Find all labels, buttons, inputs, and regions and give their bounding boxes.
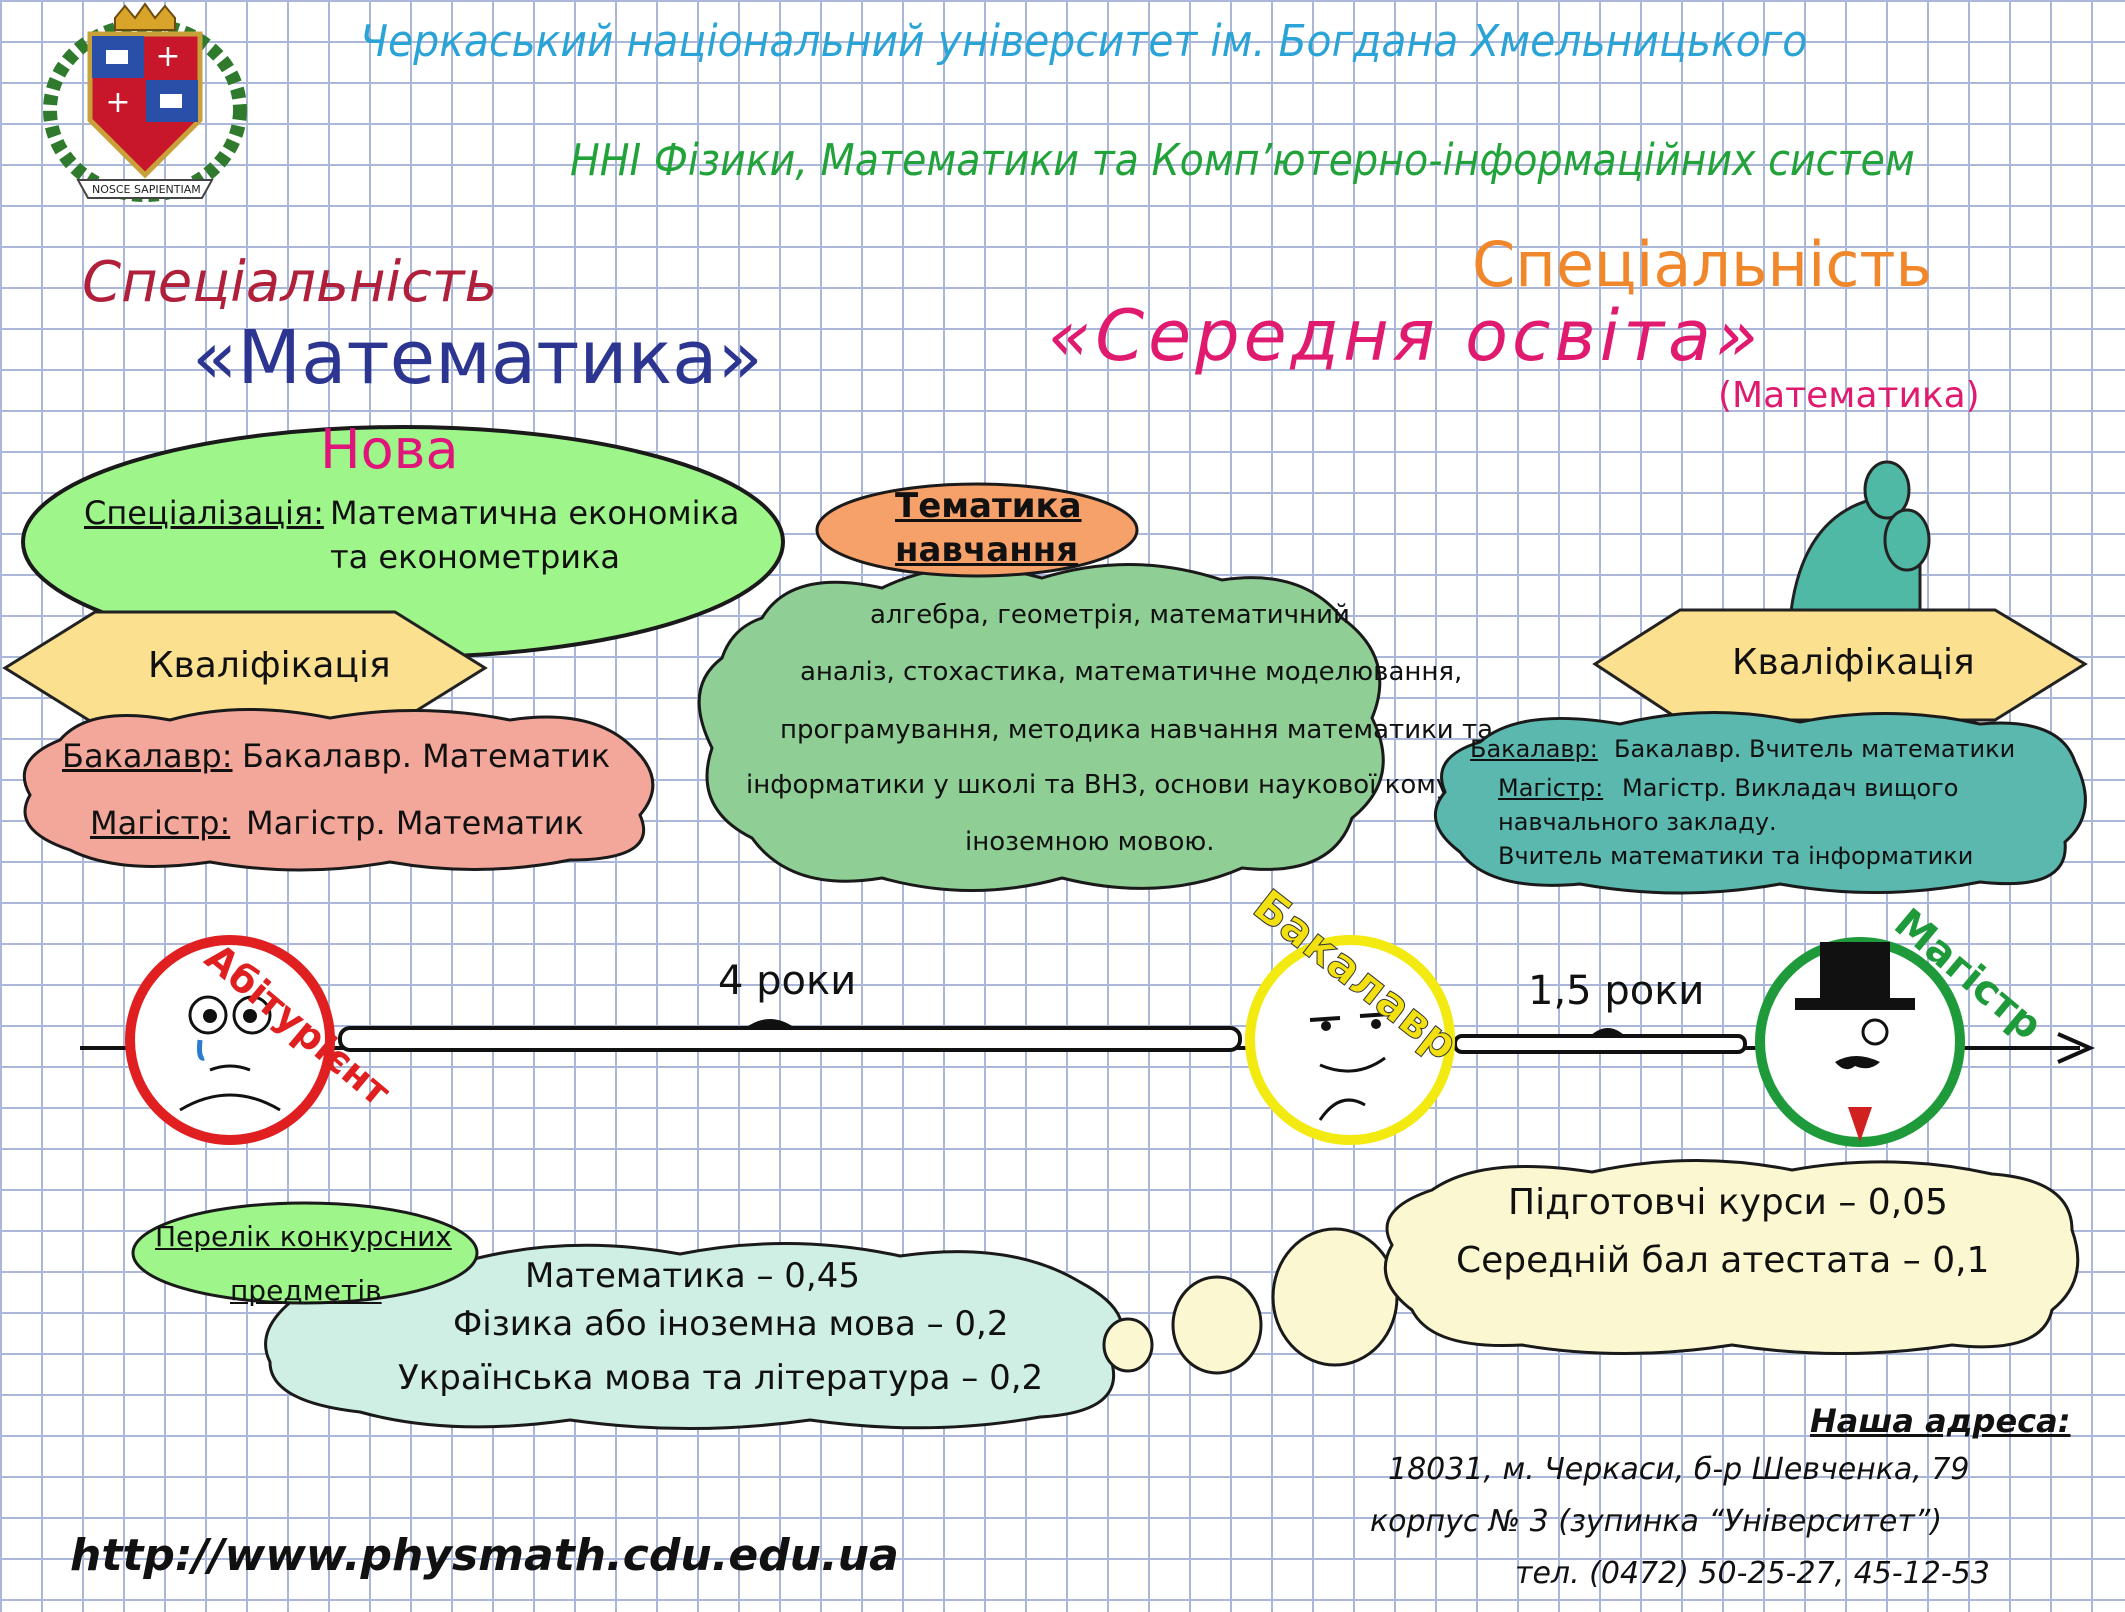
address-line2: корпус № 3 (зупинка “Університет”) xyxy=(1370,1504,1943,1539)
topics-line-2: аналіз, стохастика, математичне моделюва… xyxy=(800,657,1463,687)
left-specialty-label: Спеціальність xyxy=(82,250,498,315)
specialization-line2: та економетрика xyxy=(330,538,621,576)
specialization-label: Спеціалізація: xyxy=(84,494,324,532)
right-qualification-title: Кваліфікація xyxy=(1732,642,1975,683)
right-specialty-label: Спеціальність xyxy=(1472,228,1933,301)
address-title: Наша адреса: xyxy=(1810,1402,2071,1440)
left-master-label: Магістр: xyxy=(90,804,231,842)
span-4-years: 4 роки xyxy=(718,958,857,1004)
left-bachelor-value: Бакалавр. Математик xyxy=(242,737,611,775)
master-face-icon xyxy=(1755,937,1965,1147)
left-master-value: Магістр. Математик xyxy=(246,804,584,842)
topics-line-3: програмування, методика навчання математ… xyxy=(780,715,1494,745)
extras-item-1: Підготовчі курси – 0,05 xyxy=(1508,1182,1948,1223)
subject-item-1: Математика – 0,45 xyxy=(525,1256,860,1296)
institute-title: ННІ Фізики, Математики та Комп’ютерно-ін… xyxy=(570,135,1915,186)
specialization-line1: Математична економіка xyxy=(330,494,740,532)
right-master-label: Магістр: xyxy=(1498,774,1604,802)
timeline xyxy=(80,1019,2095,1064)
subjects-title-line1: Перелік конкурсних xyxy=(155,1220,452,1253)
bachelor-face-icon xyxy=(1245,935,1455,1145)
thought-bubbles xyxy=(1102,1227,1399,1375)
left-bachelor-label: Бакалавр: xyxy=(62,737,233,775)
university-crest-icon: + + xyxy=(43,2,247,202)
right-bachelor-value: Бакалавр. Вчитель математики xyxy=(1614,735,2016,763)
topics-line-1: алгебра, геометрія, математичний xyxy=(870,600,1350,630)
university-title: Черкаський національний університет ім. … xyxy=(360,16,1808,67)
topics-line-4: інформатики у школі та ВНЗ, основи науко… xyxy=(746,770,1540,800)
svg-text:+: + xyxy=(105,85,130,120)
extras-item-2: Середній бал атестата – 0,1 xyxy=(1456,1240,1990,1281)
new-title: Нова xyxy=(320,418,459,481)
topics-title-bubble xyxy=(815,482,1139,578)
right-master-value: Магістр. Викладач вищого xyxy=(1622,774,1959,802)
address-line1: 18031, м. Черкаси, б-р Шевченка, 79 xyxy=(1388,1452,1970,1487)
right-qualification-hexagon xyxy=(1592,608,2088,722)
subject-item-2: Фізика або іноземна мова – 0,2 xyxy=(453,1304,1009,1344)
right-master-line3: Вчитель математики та інформатики xyxy=(1498,842,1974,870)
topics-line-5: іноземною мовою. xyxy=(965,827,1215,857)
right-master-line2: навчального закладу. xyxy=(1498,808,1777,836)
left-qualification-title: Кваліфікація xyxy=(148,645,391,686)
left-specialty-name: «Математика» xyxy=(192,315,763,401)
subjects-title-line2: предметів xyxy=(230,1274,382,1307)
right-qualification-cloud xyxy=(1434,711,2087,895)
right-bachelor-label: Бакалавр: xyxy=(1470,735,1598,763)
right-specialty-sub: (Математика) xyxy=(1718,375,1980,416)
address-line3: тел. (0472) 50-25-27, 45-12-53 xyxy=(1515,1556,1990,1591)
topics-cloud xyxy=(697,563,1385,892)
subjects-cloud xyxy=(264,1241,1124,1430)
svg-text:+: + xyxy=(155,39,180,74)
top-hat-decoration-icon xyxy=(1788,460,1931,622)
website-link[interactable]: http://www.physmath.cdu.edu.ua xyxy=(70,1530,899,1581)
left-qualification-cloud xyxy=(22,707,655,872)
right-specialty-name: «Середня освіта» xyxy=(1048,295,1763,377)
applicant-face-icon xyxy=(125,935,335,1145)
span-1-5-years: 1,5 роки xyxy=(1528,968,1705,1014)
crest-motto: NOSCE SAPIENTIAM xyxy=(92,183,201,196)
topics-title-line1: Тематика xyxy=(895,486,1082,526)
extras-cloud xyxy=(1383,1158,2080,1355)
subject-item-3: Українська мова та література – 0,2 xyxy=(398,1358,1044,1398)
topics-title-line2: навчання xyxy=(895,530,1079,570)
subjects-title-bubble xyxy=(131,1201,479,1305)
